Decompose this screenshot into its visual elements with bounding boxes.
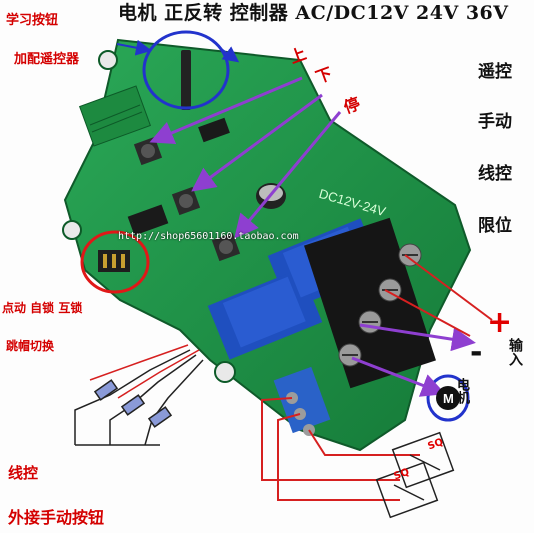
motor-label: 电机 [454, 378, 469, 404]
jumper-switch-label: 跳帽切换 [6, 339, 55, 353]
minus-sign: - [470, 335, 483, 370]
wired-label: 线控 [478, 164, 512, 184]
svg-text:M: M [443, 391, 454, 406]
receiver-module [78, 85, 152, 147]
manual-label: 手动 [478, 112, 512, 132]
limit-label: 限位 [478, 216, 512, 236]
page-title: 电机 正反转 控制器 AC/DC12V 24V 36V [118, 2, 509, 24]
mode-options-label: 点动 自锁 互锁 [2, 301, 83, 315]
learn-button-label: 学习按钮 [6, 13, 59, 28]
highlight-jumper [80, 230, 150, 294]
external-button-label: 外接手动按钮 [8, 508, 105, 527]
external-buttons-wiring [74, 349, 204, 446]
highlight-motor [426, 374, 470, 422]
motor-symbol [436, 386, 460, 410]
highlight-learn [142, 30, 230, 110]
push-buttons [133, 136, 241, 262]
terminal-block [304, 217, 436, 389]
watermark-url: http://shop65601160.taobao.com [118, 231, 299, 242]
wired-control-label: 线控 [8, 464, 39, 482]
limit-switch-wiring [261, 397, 420, 501]
pair-remote-label: 加配遥控器 [14, 52, 80, 67]
learn-button-post [181, 50, 191, 110]
input-label: 输入 [507, 338, 523, 366]
plus-sign: + [487, 305, 513, 340]
remote-label: 遥控 [478, 62, 512, 82]
